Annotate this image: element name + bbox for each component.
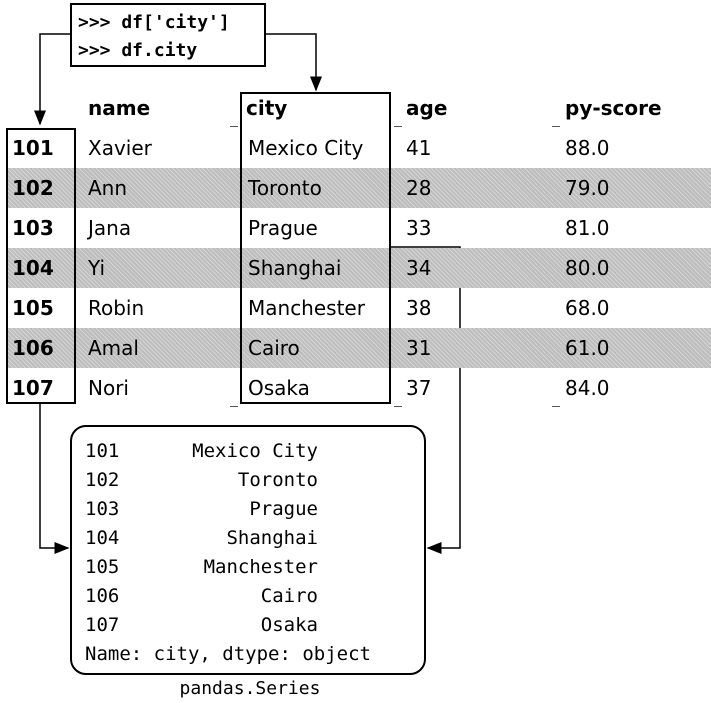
city-cell: Prague [248, 216, 318, 240]
series-index: 104 [85, 527, 120, 549]
index-cell: 105 [12, 296, 54, 320]
column-tick [230, 406, 238, 407]
name-cell: Amal [88, 336, 139, 360]
age-cell: 34 [406, 256, 432, 280]
city-cell: Shanghai [248, 256, 342, 280]
column-tick [552, 126, 560, 127]
age-cell: 37 [406, 376, 432, 400]
series-index: 105 [85, 556, 120, 578]
table-row: 107 Nori Osaka 37 84.0 [8, 368, 711, 408]
city-cell: Mexico City [248, 136, 364, 160]
index-cell: 101 [12, 136, 54, 160]
age-cell: 41 [406, 136, 432, 160]
column-tick [394, 406, 402, 407]
table-row: 102 Ann Toronto 28 79.0 [8, 168, 711, 208]
table-row: 105 Robin Manchester 38 68.0 [8, 288, 711, 328]
code-line-bracket: >>> df['city'] [78, 12, 230, 33]
series-index: 107 [85, 614, 120, 636]
name-cell: Xavier [88, 136, 152, 160]
age-cell: 38 [406, 296, 432, 320]
code-to-city-arrow [266, 33, 322, 92]
series-value: Shanghai [226, 527, 318, 549]
py-score-cell: 79.0 [565, 176, 610, 200]
name-cell: Robin [88, 296, 145, 320]
index-cell: 107 [12, 376, 54, 400]
code-snippet-box: >>> df['city'] >>> df.city [70, 3, 266, 67]
series-value: Cairo [260, 585, 318, 607]
py-score-cell: 88.0 [565, 136, 610, 160]
series-value: Osaka [260, 614, 318, 636]
name-cell: Nori [88, 376, 129, 400]
age-cell: 28 [406, 176, 432, 200]
table-row: 106 Amal Cairo 31 61.0 [8, 328, 711, 368]
city-cell: Osaka [248, 376, 310, 400]
name-cell: Ann [88, 176, 128, 200]
series-index: 106 [85, 585, 120, 607]
code-line-attribute: >>> df.city [78, 40, 198, 61]
py-score-cell: 81.0 [565, 216, 610, 240]
series-index: 103 [85, 498, 120, 520]
code-to-index-arrow [34, 33, 70, 126]
table-row: 101 Xavier Mexico City 41 88.0 [8, 128, 711, 168]
city-to-series-arrow [390, 246, 461, 554]
header-name: name [88, 96, 151, 120]
series-footer: Name: city, dtype: object [85, 643, 371, 665]
city-column-frame [240, 92, 391, 404]
py-score-cell: 68.0 [565, 296, 610, 320]
column-tick [552, 406, 560, 407]
index-to-series-arrow [39, 403, 70, 554]
column-tick [230, 126, 238, 127]
header-age: age [406, 96, 448, 120]
table-row: 104 Yi Shanghai 34 80.0 [8, 248, 711, 288]
series-index: 101 [85, 440, 120, 462]
name-cell: Jana [88, 216, 132, 240]
py-score-cell: 80.0 [565, 256, 610, 280]
series-index: 102 [85, 469, 120, 491]
series-value: Mexico City [192, 440, 318, 462]
table-row: 103 Jana Prague 33 81.0 [8, 208, 711, 248]
series-value: Prague [249, 498, 318, 520]
index-cell: 106 [12, 336, 54, 360]
age-cell: 33 [406, 216, 432, 240]
age-cell: 31 [406, 336, 432, 360]
city-cell: Manchester [248, 296, 365, 320]
header-py-score: py-score [565, 96, 662, 120]
index-cell: 104 [12, 256, 54, 280]
series-value: Toronto [237, 469, 318, 491]
index-cell: 103 [12, 216, 54, 240]
name-cell: Yi [88, 256, 106, 280]
series-output-box: 101 Mexico City 102 Toronto 103 Prague 1… [70, 425, 426, 675]
city-cell: Toronto [248, 176, 322, 200]
header-city: city [246, 96, 288, 120]
index-highlight-frame [6, 128, 76, 404]
series-value: Manchester [203, 556, 318, 578]
py-score-cell: 61.0 [565, 336, 610, 360]
column-tick [394, 126, 402, 127]
py-score-cell: 84.0 [565, 376, 610, 400]
series-caption: pandas.Series [179, 678, 321, 699]
index-cell: 102 [12, 176, 54, 200]
city-cell: Cairo [248, 336, 300, 360]
